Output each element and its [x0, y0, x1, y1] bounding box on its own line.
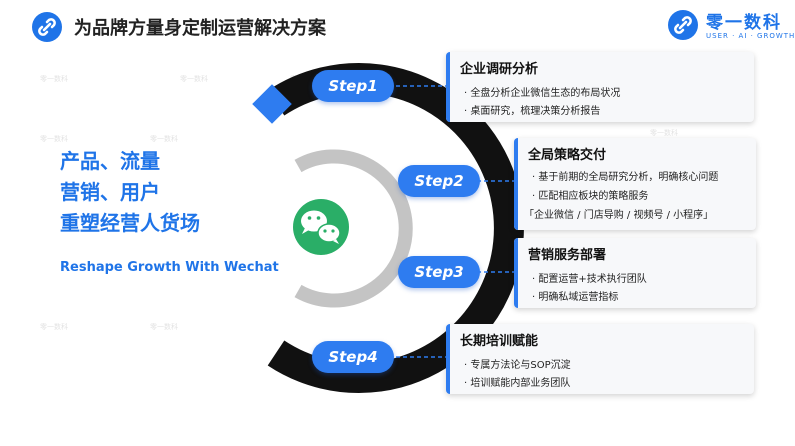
- link-icon: [38, 18, 56, 36]
- brand-logo: 零一数科 USER · AI · GROWTH: [668, 6, 795, 46]
- brand-badge: [668, 10, 698, 40]
- inner-arc: [294, 149, 413, 308]
- headline: 产品、流量 营销、用户 重塑经营人货场: [60, 146, 200, 239]
- card-title: 企业调研分析: [460, 62, 539, 77]
- card-title: 全局策略交付: [528, 148, 607, 163]
- step3-pill: Step3: [398, 256, 480, 288]
- card-line: · 全盘分析企业微信生态的布局状况: [464, 88, 621, 99]
- card-title: 营销服务部署: [528, 248, 607, 263]
- step3-card: 营销服务部署 · 配置运营+技术执行团队 · 明确私域运营指标: [514, 238, 756, 308]
- wechat-icon: [293, 199, 349, 255]
- step4-pill: Step4: [312, 341, 394, 373]
- watermark: 零一数科: [150, 323, 178, 331]
- headline-line: 营销、用户: [60, 180, 160, 204]
- step2-card: 全局策略交付 · 基于前期的全局研究分析，明确核心问题 · 匹配相应板块的策略服…: [514, 138, 756, 230]
- card-line: · 匹配相应板块的策略服务: [532, 191, 649, 202]
- card-line: · 基于前期的全局研究分析，明确核心问题: [532, 172, 719, 183]
- card-line: · 培训赋能内部业务团队: [464, 378, 571, 389]
- step4-card: 长期培训赋能 · 专属方法论与SOP沉淀 · 培训赋能内部业务团队: [446, 324, 754, 394]
- headline-line: 重塑经营人货场: [60, 211, 200, 235]
- step2-pill: Step2: [398, 165, 480, 197]
- card-title: 长期培训赋能: [460, 334, 539, 349]
- watermark: 零一数科: [40, 75, 68, 83]
- watermark: 零一数科: [180, 75, 208, 83]
- logo-badge: [32, 12, 62, 42]
- card-line: · 配置运营+技术执行团队: [532, 274, 647, 285]
- card-line: 「企业微信 / 门店导购 / 视频号 / 小程序」: [524, 210, 714, 221]
- watermark: 零一数科: [40, 135, 68, 143]
- card-line: · 桌面研究，梳理决策分析报告: [464, 106, 601, 117]
- brand-tagline: USER · AI · GROWTH: [706, 32, 795, 40]
- link-icon: [674, 16, 692, 34]
- card-line: · 明确私域运营指标: [532, 292, 619, 303]
- step1-pill: Step1: [312, 70, 394, 102]
- headline-subline: Reshape Growth With Wechat: [60, 260, 279, 275]
- page-title: 为品牌方量身定制运营解决方案: [74, 18, 326, 39]
- watermark: 零一数科: [40, 323, 68, 331]
- step1-card: 企业调研分析 · 全盘分析企业微信生态的布局状况 · 桌面研究，梳理决策分析报告: [446, 52, 754, 122]
- headline-line: 产品、流量: [60, 149, 160, 173]
- watermark: 零一数科: [150, 135, 178, 143]
- brand-name: 零一数科: [706, 13, 782, 33]
- card-line: · 专属方法论与SOP沉淀: [464, 360, 571, 371]
- watermark: 零一数科: [650, 129, 678, 137]
